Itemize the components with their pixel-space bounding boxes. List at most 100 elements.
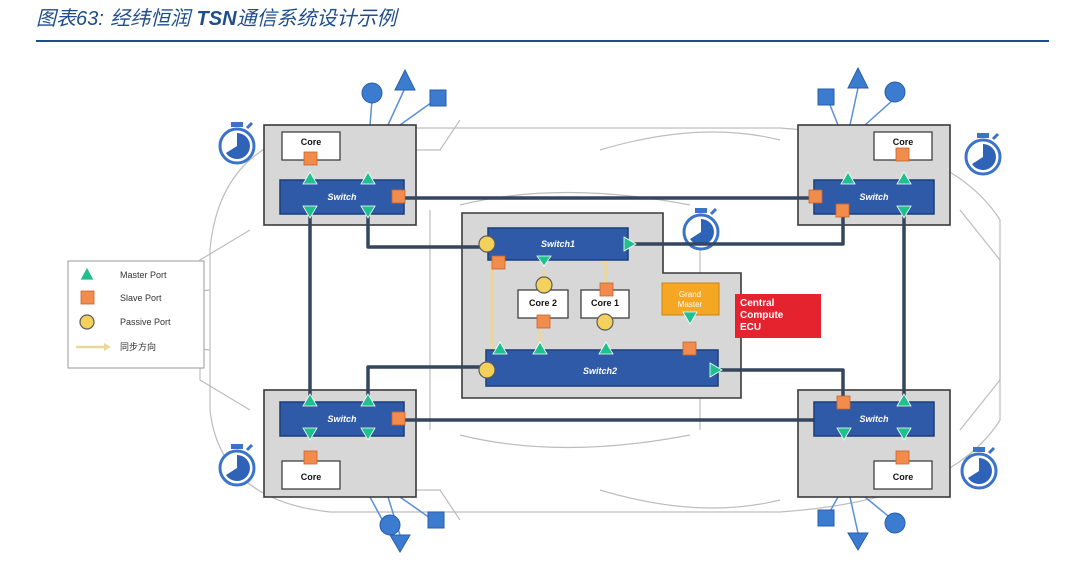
- master-port-icon: [896, 205, 912, 219]
- central-switch1-label: Switch1: [541, 239, 575, 249]
- core-bottom-left-label: Core: [301, 472, 322, 482]
- central-switch1: [487, 227, 629, 261]
- slave-port-icon: [835, 203, 850, 218]
- master-port-icon: [536, 255, 552, 267]
- master-port-icon: [709, 362, 723, 378]
- core-1-label: Core 1: [591, 298, 619, 308]
- switch-bottom-left: [279, 401, 405, 437]
- stopwatch-icon: [218, 443, 256, 487]
- legend-passive-port-label: Passive Port: [120, 317, 171, 327]
- peripherals-bottom-left: [369, 496, 445, 553]
- slave-port-icon: [599, 282, 614, 297]
- slave-port-icon: [895, 147, 910, 162]
- peripheral-square-icon: [817, 88, 835, 106]
- legend-master-port-label: Master Port: [120, 270, 167, 280]
- peripheral-triangle-icon: [847, 66, 869, 89]
- legend-sync-label: 同步方向: [120, 341, 156, 352]
- legend-sync-arrow-icon: [104, 343, 111, 351]
- links: [308, 196, 906, 422]
- title-divider: [36, 40, 1049, 42]
- passive-port-icon: [478, 361, 496, 379]
- core-bottom-right-label: Core: [893, 472, 914, 482]
- master-port-icon: [360, 205, 376, 219]
- master-port-icon: [682, 311, 698, 325]
- slave-port-icon: [895, 450, 910, 465]
- core-2-label: Core 2: [529, 298, 557, 308]
- ecu-label-line1: Central: [740, 298, 775, 309]
- peripheral-circle-icon: [361, 82, 383, 104]
- legend: Master Port Slave Port Passive Port 同步方向: [67, 260, 205, 369]
- legend-passive-port-icon: [79, 314, 95, 330]
- slave-port-icon: [836, 395, 851, 410]
- peripheral-circle-icon: [884, 512, 906, 534]
- master-port-icon: [302, 393, 318, 407]
- passive-port-icon: [596, 313, 614, 331]
- figure-title-number: 63:: [76, 8, 104, 30]
- switch-top-right: [813, 179, 935, 215]
- master-port-icon: [836, 427, 852, 441]
- master-port-icon: [492, 341, 508, 355]
- master-port-icon: [302, 205, 318, 219]
- switch-top-right-label: Switch: [859, 192, 889, 202]
- master-port-icon: [896, 427, 912, 441]
- switch-bottom-right-label: Switch: [859, 414, 889, 424]
- peripherals-top-left: [361, 68, 447, 126]
- legend-master-port-icon: [79, 266, 95, 281]
- peripherals-bottom-right: [817, 496, 906, 551]
- master-port-icon: [623, 236, 637, 252]
- slave-port-icon: [808, 189, 823, 204]
- figure-title-tsn: TSN: [196, 8, 237, 30]
- passive-port-icon: [535, 276, 553, 294]
- core-bottom-right: [873, 460, 933, 490]
- master-port-icon: [840, 171, 856, 185]
- stopwatch-icon: [964, 132, 1002, 176]
- master-port-icon: [302, 427, 318, 441]
- slave-port-icon: [303, 450, 318, 465]
- central-compute-ecu-badge: [735, 294, 821, 338]
- ecu-label-line2: Compute: [740, 310, 784, 321]
- legend-slave-port-icon: [80, 290, 95, 305]
- switch-bottom-left-label: Switch: [327, 414, 357, 424]
- slave-port-icon: [682, 341, 697, 356]
- switch-top-left-label: Switch: [327, 192, 357, 202]
- grand-master-box: [661, 282, 720, 316]
- slave-port-icon: [303, 151, 318, 166]
- master-port-icon: [302, 171, 318, 185]
- master-port-icon: [896, 393, 912, 407]
- figure-title: 图表63: 经纬恒润 TSN通信系统设计示例: [36, 2, 397, 31]
- switch-bottom-right: [813, 401, 935, 437]
- peripheral-circle-icon: [884, 81, 906, 103]
- figure-title-prefix: 图表: [36, 6, 76, 30]
- central-switch2-label: Switch2: [583, 366, 617, 376]
- switch-top-left: [279, 179, 405, 215]
- peripheral-square-icon: [817, 509, 835, 527]
- ecu-label-line3: ECU: [740, 322, 761, 333]
- slave-port-icon: [536, 314, 551, 329]
- core-top-left-label: Core: [301, 137, 322, 147]
- master-ports: [302, 171, 912, 441]
- passive-port-icon: [478, 235, 496, 253]
- figure-title-company: 经纬恒润: [110, 6, 191, 30]
- core-top-right-label: Core: [893, 137, 914, 147]
- peripheral-square-icon: [429, 89, 447, 107]
- peripherals-top-right: [817, 66, 906, 126]
- legend-slave-port-label: Slave Port: [120, 293, 162, 303]
- master-port-icon: [896, 171, 912, 185]
- stopwatch-icon: [960, 446, 998, 490]
- slave-port-icon: [391, 411, 406, 426]
- master-port-icon: [360, 393, 376, 407]
- slave-port-icon: [491, 255, 506, 270]
- passive-ports: [478, 235, 614, 379]
- peripheral-triangle-icon: [389, 534, 411, 553]
- peripheral-square-icon: [427, 511, 445, 529]
- master-port-icon: [532, 341, 548, 355]
- grand-master-label-line1: Grand: [679, 290, 701, 299]
- stopwatch-icon: [218, 121, 256, 165]
- slave-ports: [303, 147, 910, 465]
- peripheral-triangle-icon: [394, 68, 416, 91]
- figure-title-rest: 通信系统设计示例: [236, 6, 397, 30]
- grand-master-label-line2: Master: [678, 300, 703, 309]
- central-switch2: [485, 349, 719, 387]
- master-port-icon: [360, 171, 376, 185]
